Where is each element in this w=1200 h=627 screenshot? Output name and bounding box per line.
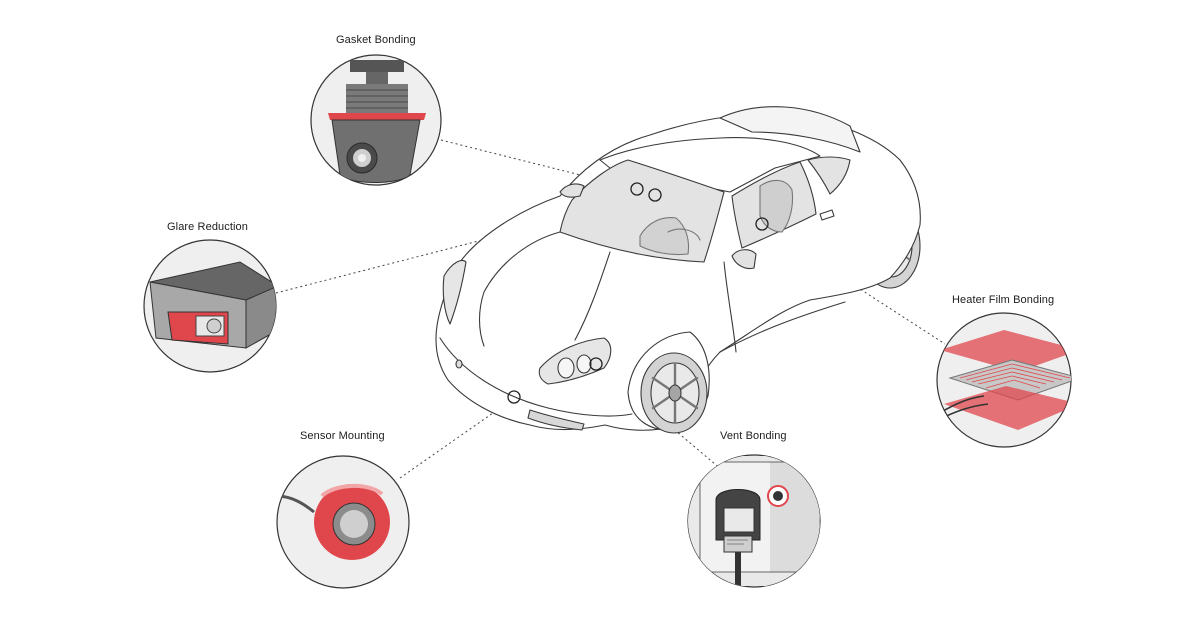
glare-reduction-detail [143,239,277,373]
right-headlight-lamp-2 [576,354,592,374]
leader-gasket [440,139,637,190]
ring-gasket [630,182,644,196]
ring-heater [755,217,769,231]
side-sill [719,301,846,353]
hood [478,231,561,347]
front-marker [455,359,463,369]
steering-wheel [667,228,701,241]
side-seat [759,179,794,233]
vent-bonding-label: Vent Bonding [720,430,787,442]
heater-film-bonding-label: Heater Film Bonding [952,294,1055,306]
right-headlight-lamp [557,357,575,379]
right-headlight [538,337,612,385]
right-mirror [731,249,757,270]
ring-sensor [507,390,521,404]
sensor-mounting-label: Sensor Mounting [300,430,385,442]
ring-glare [648,188,662,202]
sports-car [435,106,921,434]
interior-seat [639,217,690,256]
rear-spoiler [719,106,861,153]
vent-bonding-detail [687,454,821,588]
parking-sensor-icon [277,483,390,560]
heater-film-layers-icon [937,330,1071,430]
gasket-bonding-detail [310,54,442,186]
left-mirror [559,183,585,198]
ring-vent [589,357,603,371]
vent-connector-icon [688,456,820,587]
rear-quarter-window [807,156,851,195]
left-headlight [442,259,467,325]
glare-reduction-label: Glare Reduction [167,221,248,233]
camera-gasket-icon [328,60,426,183]
gasket-bonding-label: Gasket Bonding [336,34,416,46]
callout-rings [507,182,769,404]
camera-housing-icon [149,261,276,349]
front-wheel [627,331,710,434]
hood-crease [574,251,611,341]
sensor-mounting-detail [276,455,410,589]
door-line [723,261,737,353]
front-grille-vent [527,409,585,431]
heater-film-bonding-detail [936,312,1072,448]
door-handle [819,209,835,221]
